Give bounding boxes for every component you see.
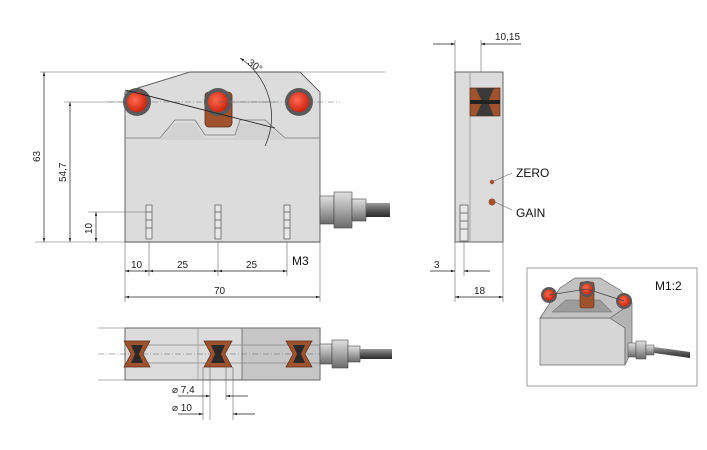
dim-dia-inner: ⌀ 7,4 xyxy=(172,385,195,396)
top-roller-center xyxy=(203,340,233,368)
scale-label: M1:2 xyxy=(655,279,682,293)
top-roller-right xyxy=(285,340,313,368)
top-cable-gland xyxy=(319,339,392,369)
dim-side-top: 10,15 xyxy=(495,32,520,43)
dim-width-total: 70 xyxy=(214,286,226,297)
dim-pitch-2: 25 xyxy=(177,260,189,271)
front-view: 30° M3 xyxy=(40,57,390,268)
isometric-view: M1:2 xyxy=(526,267,698,387)
side-screw xyxy=(459,204,469,242)
gain-label: GAIN xyxy=(516,206,545,220)
dim-height-inner: 54,7 xyxy=(58,162,69,182)
top-roller-left xyxy=(123,340,151,368)
top-view: ⌀ 7,4 ⌀ 10 xyxy=(98,327,392,420)
dim-dia-outer: ⌀ 10 xyxy=(172,403,192,414)
dim-side-bottom-small: 3 xyxy=(434,260,440,271)
dim-height-total: 63 xyxy=(32,150,43,162)
dim-pitch-1: 10 xyxy=(131,260,143,271)
zero-potentiometer xyxy=(489,179,495,185)
side-view: 10,15 ZERO GAIN 3 18 xyxy=(430,32,549,302)
screw-center xyxy=(214,204,222,240)
thread-label: M3 xyxy=(292,254,309,268)
screw-left xyxy=(145,204,153,240)
gain-potentiometer xyxy=(488,198,496,206)
dim-side-bottom: 18 xyxy=(474,286,486,297)
cable-gland xyxy=(319,191,390,229)
screw-right xyxy=(283,204,291,240)
roller-left xyxy=(123,88,151,116)
front-dimensions: 63 54,7 10 10 25 25 70 xyxy=(32,72,321,302)
side-roller xyxy=(469,87,501,117)
dim-height-low: 10 xyxy=(84,222,95,234)
zero-label: ZERO xyxy=(516,166,549,180)
roller-right xyxy=(285,88,313,116)
dim-pitch-3: 25 xyxy=(246,260,258,271)
